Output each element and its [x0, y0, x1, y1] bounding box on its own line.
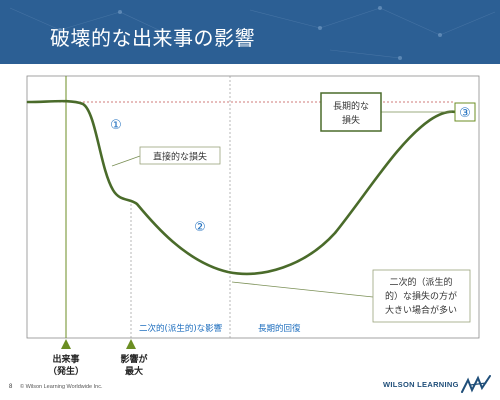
copyright-text: © Wilson Learning Worldwide Inc. [20, 384, 103, 390]
wilson-learning-logo-icon [461, 375, 491, 393]
event-marker-triangle [61, 339, 71, 349]
event-label-line-1: 出来事 [52, 353, 79, 365]
callout-direct-box [139, 146, 221, 165]
callout-secondary-line-2: 的）な損失の方が [385, 290, 457, 302]
page-number: 8 [9, 384, 13, 390]
callout-direct-label: 直接的な損失 [153, 151, 207, 163]
zone-recovery-label: 長期的回復 [258, 323, 301, 334]
marker-2-label: ② [194, 220, 206, 235]
callout-secondary-box [372, 269, 471, 323]
zone-secondary-label: 二次的(派生的)な影響 [139, 323, 223, 334]
marker-1-label: ① [110, 118, 122, 133]
impact-curve [26, 99, 458, 276]
page-title: 破壊的な出来事の影響 [50, 26, 255, 50]
diagram-frame [26, 75, 480, 339]
callout-longterm-line-2: 損失 [342, 114, 360, 126]
network-pattern-decoration [9, 6, 496, 60]
callout-secondary-line-3: 大きい場合が多い [385, 304, 457, 316]
marker-3-box [454, 102, 476, 122]
callout-secondary-leader [231, 281, 374, 298]
logo-text: WILSON LEARNING [383, 380, 459, 389]
marker-3-label: ③ [459, 106, 471, 121]
slide-header: 破壊的な出来事の影響 [0, 0, 500, 64]
callout-longterm-box [320, 92, 382, 132]
peak-marker-triangle [126, 339, 136, 349]
callout-longterm-line-1: 長期的な [333, 100, 369, 112]
peak-label-line-2: 最大 [125, 365, 143, 377]
callout-secondary-line-1: 二次的（派生的 [389, 276, 452, 288]
event-label-line-2: （発生） [48, 365, 84, 377]
peak-label-line-1: 影響が [120, 353, 148, 365]
callout-direct-leader [111, 155, 141, 167]
